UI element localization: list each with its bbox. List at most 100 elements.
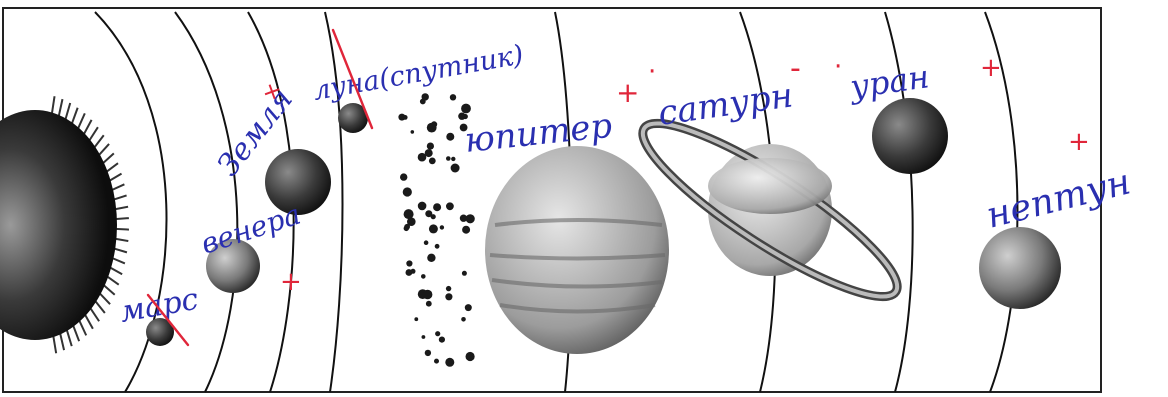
sun-ray xyxy=(114,205,129,211)
uranus-planet xyxy=(872,98,948,174)
sun-ray xyxy=(108,172,123,183)
asteroid xyxy=(407,217,416,226)
asteroid xyxy=(400,173,408,181)
sun-ray xyxy=(112,247,128,254)
plus-mark: + xyxy=(980,53,1002,83)
sun-ray xyxy=(102,283,116,296)
orbit-line xyxy=(324,11,344,393)
saturn-planet xyxy=(638,118,902,302)
correction-marks: + + + · - · + + xyxy=(146,28,1090,347)
asteroid xyxy=(402,115,408,120)
moon-planet xyxy=(338,103,368,133)
sun-ray xyxy=(77,318,88,336)
asteroid xyxy=(410,268,416,274)
asteroid xyxy=(461,270,467,276)
sun-ray xyxy=(52,333,58,354)
asteroid xyxy=(461,103,471,114)
asteroid xyxy=(424,349,432,357)
asteroid xyxy=(433,203,442,212)
asteroid xyxy=(446,202,454,211)
asteroid xyxy=(459,123,468,132)
asteroid xyxy=(449,94,457,101)
asteroid xyxy=(427,253,436,262)
asteroid xyxy=(423,240,429,245)
sun-ray xyxy=(97,143,110,157)
sun-ray xyxy=(71,323,81,342)
asteroid xyxy=(426,142,434,150)
sun-icon xyxy=(0,96,129,354)
asteroid xyxy=(404,223,410,230)
asteroid xyxy=(422,289,433,300)
sun-ray xyxy=(114,227,129,231)
sun-ray xyxy=(65,327,73,347)
sun-ray xyxy=(88,306,100,322)
asteroid xyxy=(425,210,433,218)
sun-ray xyxy=(50,96,56,116)
asteroid xyxy=(410,130,415,134)
jupiter-planet xyxy=(485,146,669,354)
sun-ray xyxy=(58,331,66,351)
asteroid xyxy=(459,214,468,222)
sun-ray xyxy=(105,275,120,286)
sun-ray xyxy=(105,162,119,174)
asteroid xyxy=(445,285,452,292)
asteroid xyxy=(439,225,445,230)
sun-ray xyxy=(70,107,79,126)
dot-mark: · xyxy=(648,57,656,87)
asteroid xyxy=(417,152,427,162)
sun-ray xyxy=(114,217,129,221)
asteroid xyxy=(421,93,429,101)
asteroid xyxy=(461,317,466,322)
orbit-line xyxy=(984,11,1019,393)
plus-mark: + xyxy=(1068,127,1090,157)
sun-ray xyxy=(83,312,94,330)
asteroid xyxy=(431,121,438,128)
asteroid xyxy=(465,351,475,362)
asteroid xyxy=(421,274,426,279)
asteroid xyxy=(425,300,432,307)
asteroid xyxy=(414,317,419,322)
asteroid xyxy=(438,336,445,343)
sun-ray xyxy=(57,98,64,119)
asteroid xyxy=(430,214,436,220)
venus-planet xyxy=(206,239,260,293)
asteroid xyxy=(465,214,475,224)
asteroid xyxy=(417,201,427,211)
asteroid xyxy=(434,358,439,364)
asteroid xyxy=(402,187,412,197)
earth-planet xyxy=(265,149,331,215)
sun-ray xyxy=(112,194,127,201)
sun-ray xyxy=(76,112,86,131)
asteroid xyxy=(424,149,433,158)
mars-planet xyxy=(146,318,174,346)
sun-ray xyxy=(98,291,111,305)
asteroid xyxy=(403,209,414,220)
asteroid xyxy=(445,293,453,301)
asteroid-belt xyxy=(398,93,475,367)
asteroid xyxy=(451,156,456,162)
orbit-line xyxy=(884,11,914,393)
sun-ray xyxy=(110,183,125,192)
sun-ray xyxy=(108,266,123,276)
asteroid xyxy=(435,331,441,337)
asteroid xyxy=(445,357,455,367)
asteroid xyxy=(446,156,451,161)
strike-mars xyxy=(146,293,190,347)
minus-mark: - xyxy=(790,51,801,86)
sun-ray xyxy=(111,256,126,265)
asteroid xyxy=(428,157,436,165)
asteroid xyxy=(406,260,413,267)
sun-ray xyxy=(87,126,99,143)
plus-mark: + xyxy=(280,267,302,297)
sun-ray xyxy=(101,152,115,165)
neptune-planet xyxy=(979,227,1061,309)
sun-ray xyxy=(93,299,106,314)
asteroid xyxy=(446,132,455,141)
sun-ray xyxy=(114,237,129,243)
asteroid xyxy=(462,113,468,120)
asteroid xyxy=(434,243,440,249)
sun-ray xyxy=(92,134,105,150)
asteroid xyxy=(464,304,472,312)
asteroid xyxy=(428,224,438,234)
